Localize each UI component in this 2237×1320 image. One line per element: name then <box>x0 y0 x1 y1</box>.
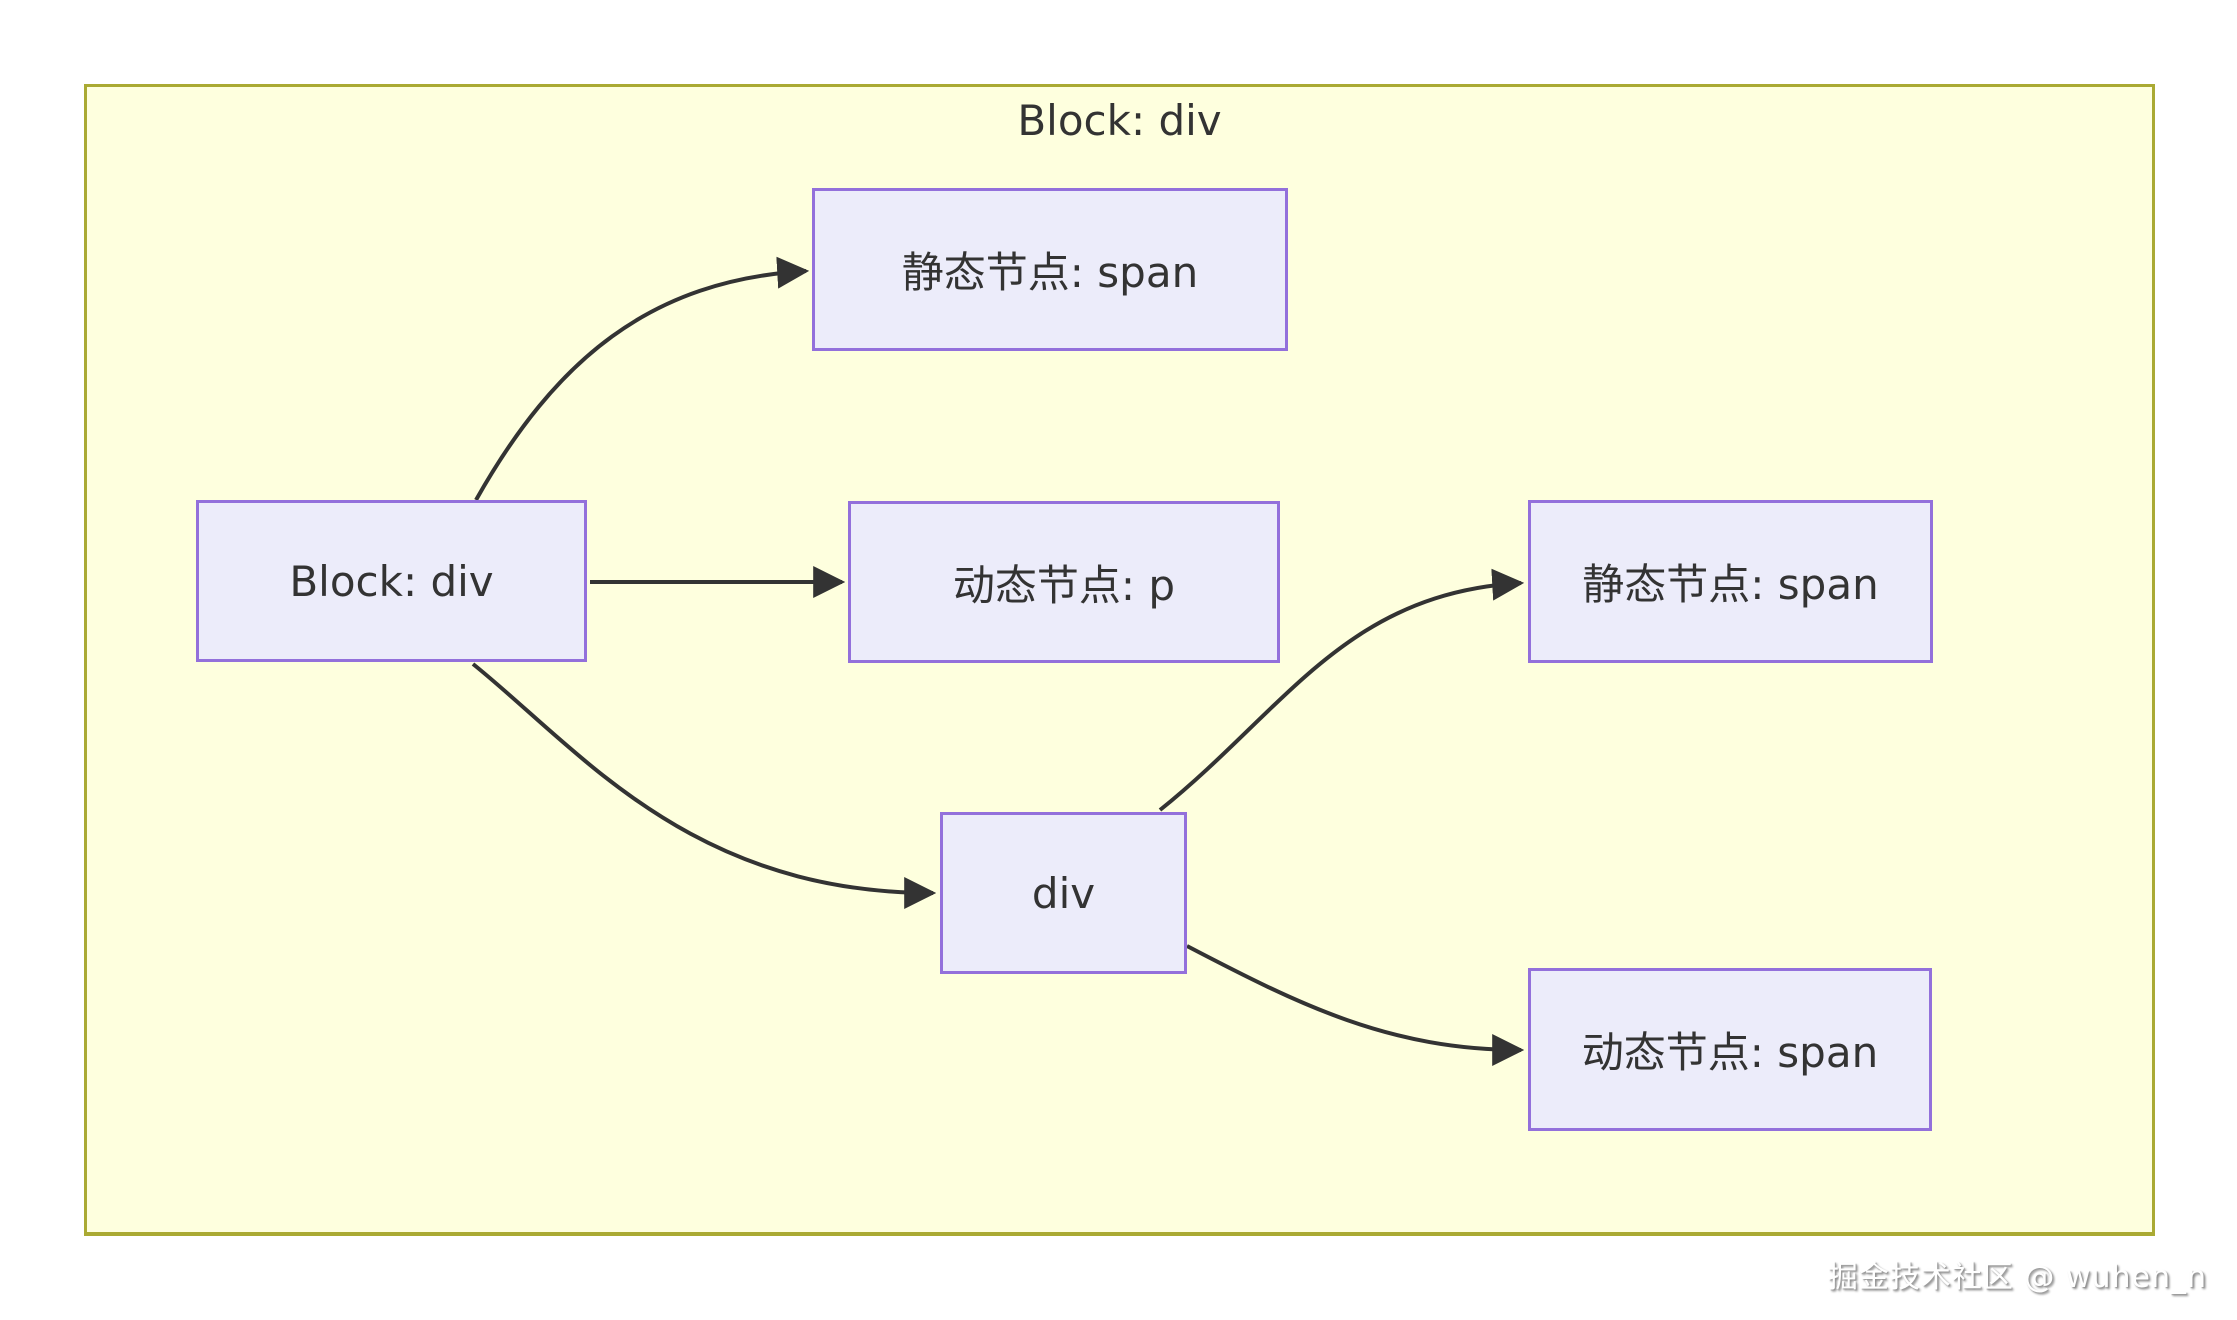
node-dynamic-span: 动态节点: span <box>1528 968 1932 1131</box>
node-dynamic-p-label: 动态节点: p <box>952 560 1176 610</box>
node-block-div-root: Block: div <box>196 500 587 662</box>
node-block-div-root-label: Block: div <box>289 556 494 606</box>
node-static-span-top: 静态节点: span <box>812 188 1288 351</box>
node-dynamic-span-label: 动态节点: span <box>1581 1028 1879 1077</box>
node-div-child-label: div <box>1031 868 1096 918</box>
watermark: 掘金技术社区 @ wuhen_n <box>1827 1260 2207 1295</box>
node-static-span-2-label: 静态节点: span <box>1582 560 1879 609</box>
node-static-span-2: 静态节点: span <box>1528 500 1933 663</box>
cluster-title: Block: div <box>1017 96 1222 145</box>
node-static-span-top-label: 静态节点: span <box>901 248 1199 297</box>
node-dynamic-p: 动态节点: p <box>848 501 1280 663</box>
node-div-child: div <box>940 812 1187 974</box>
